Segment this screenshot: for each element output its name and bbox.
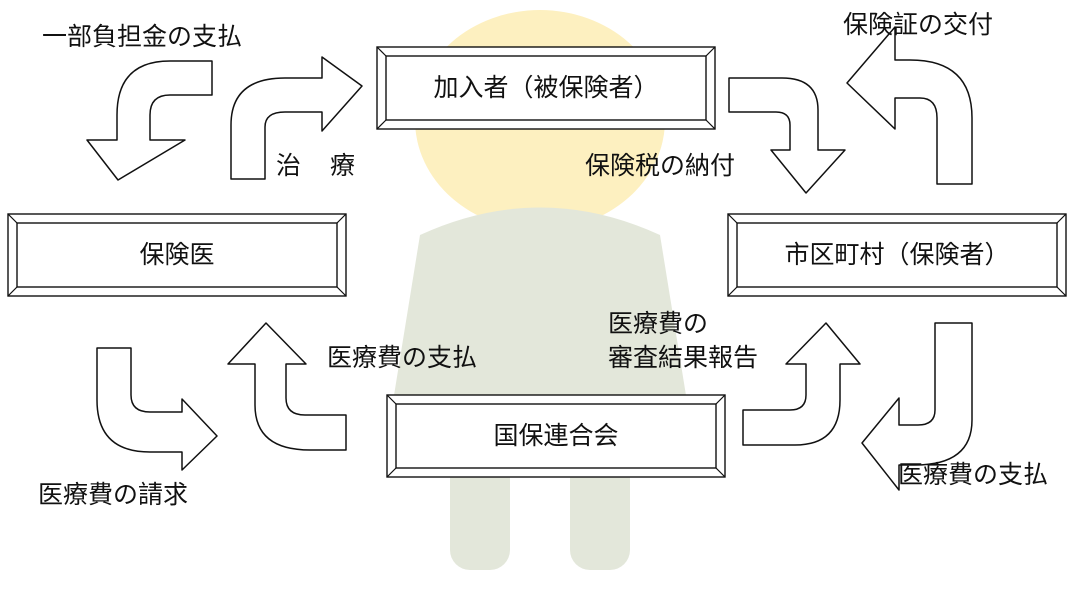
federation-label: 国保連合会 <box>493 421 619 450</box>
arrow-payment-left <box>227 322 347 451</box>
arrow-card <box>846 26 973 185</box>
arrow-claim <box>96 347 218 471</box>
label-review-line1: 医療費の <box>608 309 709 338</box>
label-tax: 保険税の納付 <box>585 151 736 180</box>
label-card: 保険証の交付 <box>843 10 994 39</box>
box-insured-frame <box>376 46 716 130</box>
arrow-review <box>742 322 861 446</box>
arrow-copay <box>86 60 213 181</box>
box-federation-frame <box>386 394 726 478</box>
doctor-label: 保険医 <box>139 240 215 269</box>
arrow-treatment <box>230 56 363 180</box>
arrow-payment-right <box>861 322 973 491</box>
label-copay: 一部負担金の支払 <box>42 22 243 51</box>
arrow-tax <box>728 77 846 194</box>
municipality-label: 市区町村（保険者） <box>784 240 1010 269</box>
label-claim: 医療費の請求 <box>38 480 189 509</box>
label-treatment: 治 療 <box>276 151 358 180</box>
label-payment-left: 医療費の支払 <box>327 343 478 372</box>
label-payment-right: 医療費の支払 <box>898 460 1049 489</box>
label-review-line2: 審査結果報告 <box>608 343 759 372</box>
insured-label: 加入者（被保険者） <box>433 73 659 102</box>
box-doctor-frame <box>7 213 347 297</box>
box-municipality-frame <box>727 213 1067 297</box>
